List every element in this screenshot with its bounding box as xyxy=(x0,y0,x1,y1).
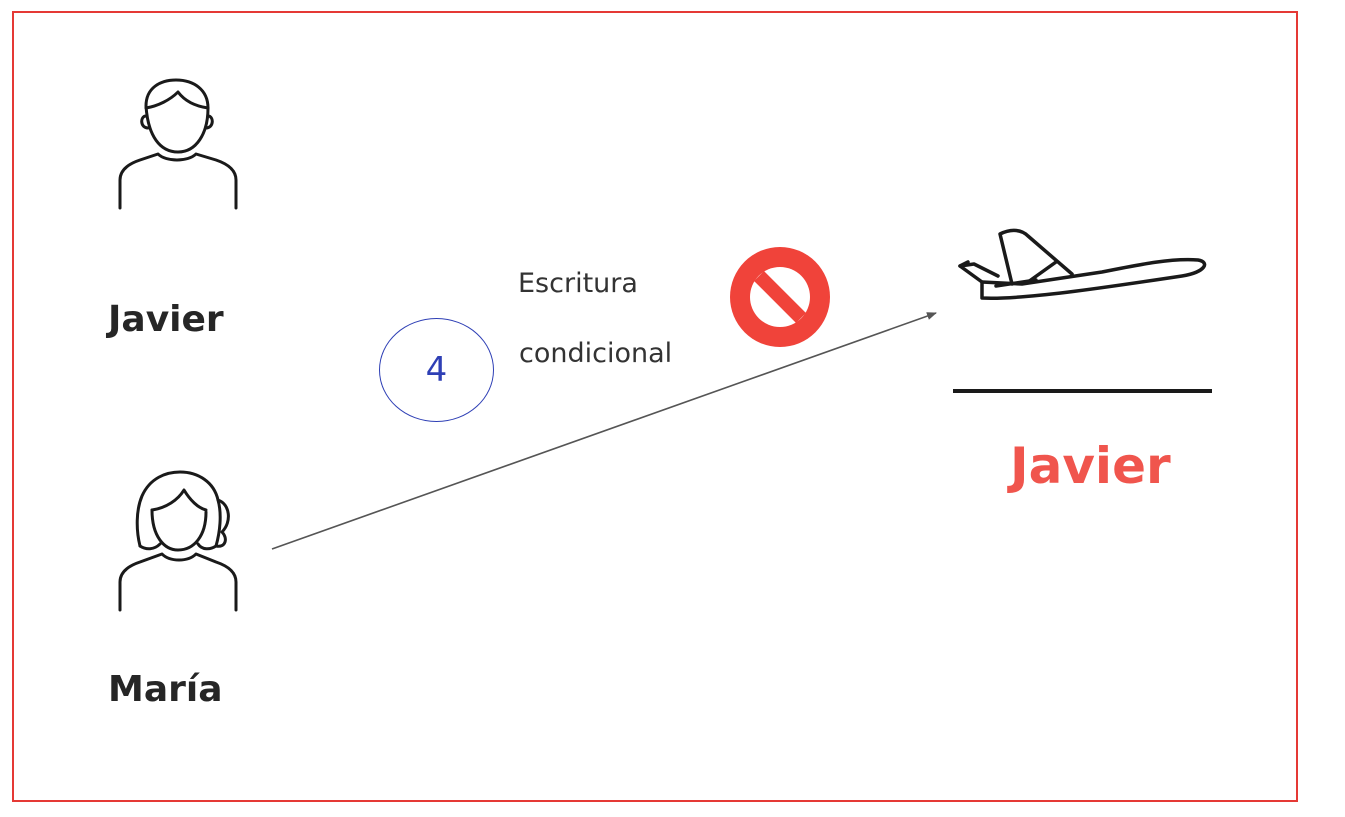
operation-label-line1: Escritura xyxy=(518,268,638,299)
man-user-icon xyxy=(118,78,238,210)
woman-user-icon xyxy=(118,470,238,612)
flight-passenger-name: Javier xyxy=(1010,437,1171,495)
step-number: 4 xyxy=(425,350,448,390)
operation-label-line2: condicional xyxy=(519,338,673,369)
person-name-maria: María xyxy=(108,669,223,710)
person-name-javier: Javier xyxy=(108,299,224,340)
flight-divider xyxy=(953,389,1212,393)
airplane-icon xyxy=(958,228,1207,300)
step-number-badge: 4 xyxy=(379,318,494,422)
prohibited-icon xyxy=(730,247,830,347)
diagram-frame xyxy=(12,11,1298,802)
